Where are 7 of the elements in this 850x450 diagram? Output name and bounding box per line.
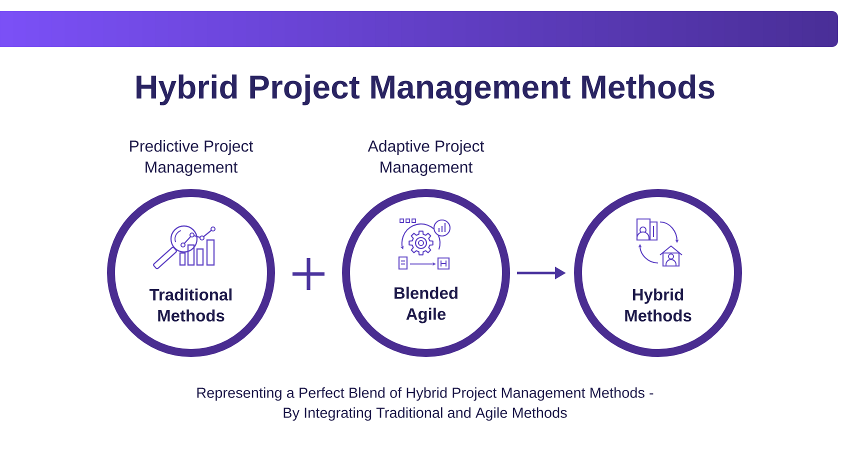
- circle-node: Traditional Methods: [107, 189, 275, 357]
- circle-node: Blended Agile: [342, 189, 510, 357]
- title: Hybrid Project Management Methods: [136, 74, 714, 106]
- circle-node: Hybrid Methods: [574, 189, 742, 357]
- heading: Adaptive Project Management: [368, 140, 484, 176]
- caption: Representing a Perfect Blend of Hybrid Project Management Methods - By Integrating Traditional and Agile Methods: [197, 387, 654, 421]
- heading: Predictive Project Management: [130, 140, 254, 176]
